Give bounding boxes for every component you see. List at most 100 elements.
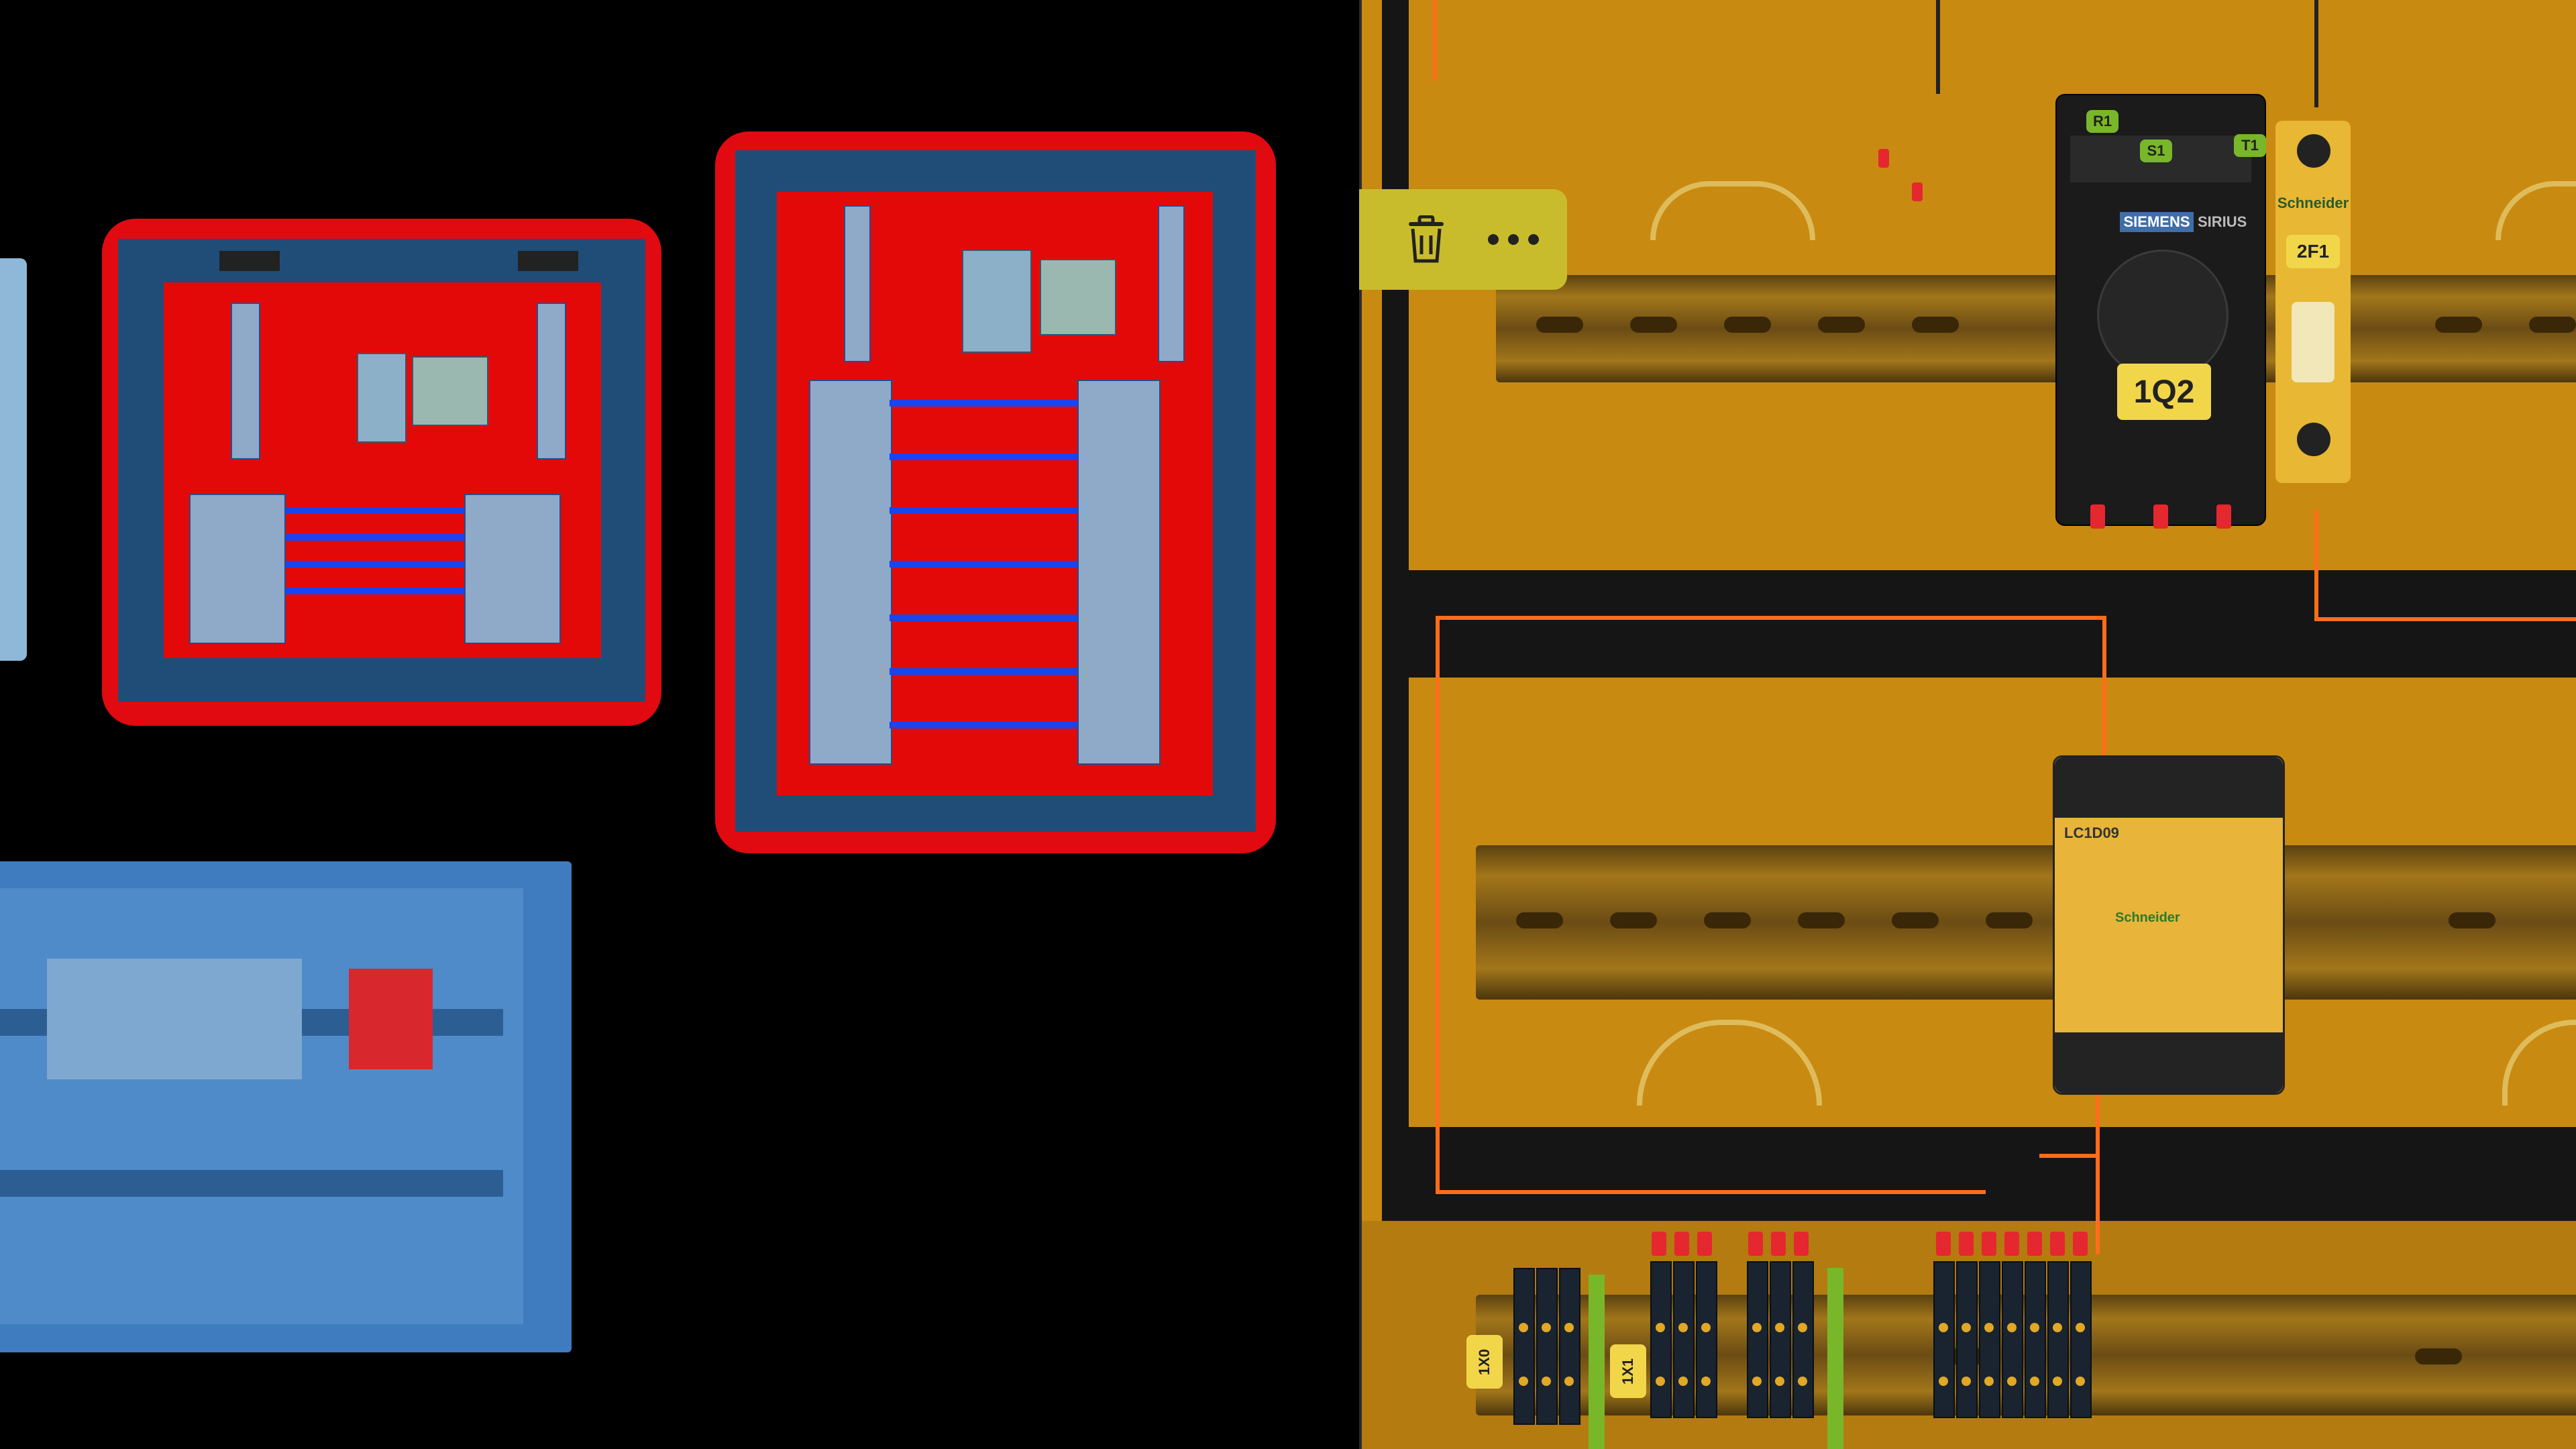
din-rail-middle [1476, 845, 2576, 1000]
terminal-strip-1x1-3 [1696, 1261, 1717, 1418]
contactor-model: LC1D09 [2064, 824, 2119, 841]
terminal-strip-label-1x1: 1X1 [1610, 1344, 1646, 1398]
wire-black-1 [1936, 0, 1940, 94]
cabinet-lower-band [1409, 1127, 2576, 1221]
cabinet-c-surge-protector [349, 969, 433, 1069]
ferrule-strip-5 [1771, 1232, 1786, 1256]
cabinet-a-tag-right [518, 251, 578, 271]
terminal-strip-2-5 [2025, 1261, 2046, 1418]
cabinet-b-thumbnail[interactable] [715, 131, 1276, 853]
terminal-strip-2-2 [1956, 1261, 1978, 1418]
ferrule-strip-4 [1748, 1232, 1763, 1256]
mount-arc-2 [2496, 181, 2576, 240]
wire-loop-bottom [1436, 1190, 1986, 1194]
cabinet-b-terminal-row-left [809, 380, 892, 765]
terminal-label-r1: R1 [2086, 110, 2118, 133]
cabinet-b-busbar-4 [890, 561, 1077, 568]
contactor-bottom-terminals [2055, 1032, 2283, 1093]
cabinet-a-terminal-right [537, 303, 566, 460]
circuit-breaker-2f1[interactable]: Schneider 2F1 [2275, 121, 2351, 483]
terminal-strip-1x1-5 [1770, 1261, 1791, 1418]
terminal-strip-2-6 [2047, 1261, 2069, 1418]
cabinet-left-wall [1382, 0, 1409, 1234]
partial-cabinet-edge[interactable] [0, 258, 27, 661]
cabinet-b-busbar-1 [890, 400, 1077, 407]
cabinet-a-busbar-2 [263, 534, 504, 541]
canvas-pane[interactable] [0, 0, 1358, 1449]
cabinet-b-terminal-right [1158, 205, 1185, 362]
terminal-strip-2-3 [1979, 1261, 2000, 1418]
terminal-strip-2-4 [2002, 1261, 2023, 1418]
cabinet-middle-band [1409, 570, 2576, 678]
cabinet-b-terminal-left [844, 205, 871, 362]
cabinet-b-busbar-3 [890, 507, 1077, 514]
cabinet-a-fuse-holder [412, 356, 488, 426]
cabinet-b-fuse-holder [1040, 259, 1116, 335]
breaker-out-ferrule-1 [2090, 504, 2105, 529]
mount-arc-3 [1637, 1020, 1822, 1106]
cabinet-b-busbar-2 [890, 453, 1077, 460]
terminal-strip-1x0-3 [1559, 1268, 1580, 1425]
cabinet-c-thumbnail[interactable] [0, 861, 572, 1352]
ferrule-strip-12 [2050, 1232, 2065, 1256]
wire-right-horizontal [2314, 617, 2576, 621]
breaker-series-label: SIRIUS [2198, 213, 2247, 230]
cabinet-c-rail-bottom [0, 1170, 503, 1197]
cabinet-a-tag-left [219, 251, 280, 271]
mount-arc-1 [1650, 181, 1815, 240]
cabinet-a-terminal-left [231, 303, 260, 460]
ferrule-strip-13 [2073, 1232, 2088, 1256]
terminal-strip-1x1-4 [1747, 1261, 1768, 1418]
ferrule-strip-7 [1936, 1232, 1951, 1256]
terminal-strip-1x0-1 [1513, 1268, 1535, 1425]
contactor-lc1d09[interactable]: LC1D09 Schneider [2053, 755, 2285, 1095]
breaker-dial[interactable] [2097, 250, 2229, 381]
cabinet-c-breaker-row [47, 959, 302, 1079]
cabinet-a-thumbnail[interactable] [102, 219, 661, 726]
cabinet-a-motor-breaker [357, 353, 407, 443]
cabinet-b-terminal-row-right [1077, 380, 1161, 765]
cabinet-a-busbar-4 [263, 588, 504, 594]
terminal-strip-1x1-6 [1792, 1261, 1814, 1418]
wire-contactor-down-2 [2039, 1154, 2100, 1158]
cabinet-a-terminal-row-left [189, 494, 286, 644]
cabinet-b-busbar-7 [890, 722, 1077, 729]
breaker-brand-label: SIEMENS [2120, 212, 2194, 232]
ferrule-strip-9 [1982, 1232, 1996, 1256]
trash-icon[interactable] [1399, 213, 1453, 266]
context-toolbar [1359, 189, 1567, 290]
terminal-strip-2-1 [1933, 1261, 1955, 1418]
terminal-label-s1: S1 [2140, 140, 2172, 162]
wire-loop-right [2102, 616, 2106, 777]
motor-breaker-1q2[interactable]: SIEMENS SIRIUS 1Q2 [2055, 94, 2266, 529]
terminal-strip-2-7 [2070, 1261, 2092, 1418]
cabinet-b-busbar-6 [890, 668, 1077, 675]
terminal-label-t1: T1 [2234, 134, 2266, 157]
cabinet-b-motor-breaker [962, 250, 1032, 353]
breaker-out-ferrule-3 [2216, 504, 2231, 529]
ferrule-strip-11 [2027, 1232, 2042, 1256]
ferrule-strip-10 [2004, 1232, 2019, 1256]
ferrule-loose-2 [1912, 182, 1923, 201]
cabinet-a-busbar-3 [263, 561, 504, 568]
cb-toggle-lever[interactable] [2292, 302, 2334, 382]
more-horizontal-icon[interactable] [1487, 213, 1540, 266]
breaker-out-ferrule-2 [2153, 504, 2168, 529]
terminal-strip-1x0-2 [1536, 1268, 1558, 1425]
cb-top-screw [2297, 134, 2330, 168]
cb-bottom-screw [2297, 423, 2330, 456]
ferrule-strip-3 [1697, 1232, 1712, 1256]
breaker-label-1q2: 1Q2 [2117, 364, 2211, 420]
cb-brand-label: Schneider [2277, 195, 2349, 211]
terminal-strip-1x1-1 [1650, 1261, 1672, 1418]
ferrule-strip-2 [1674, 1232, 1689, 1256]
cabinet-a-busbar-1 [263, 507, 504, 514]
wire-right-breaker [2314, 510, 2318, 621]
mount-arc-4 [2502, 1020, 2576, 1106]
wire-loop-top [1436, 616, 2106, 620]
wire-loop-left [1436, 616, 1440, 1193]
cabinet-b-busbar-5 [890, 614, 1077, 621]
terminal-pe-marker-1 [1589, 1275, 1605, 1449]
cb-label-2f1: 2F1 [2286, 235, 2340, 268]
ferrule-strip-8 [1959, 1232, 1974, 1256]
